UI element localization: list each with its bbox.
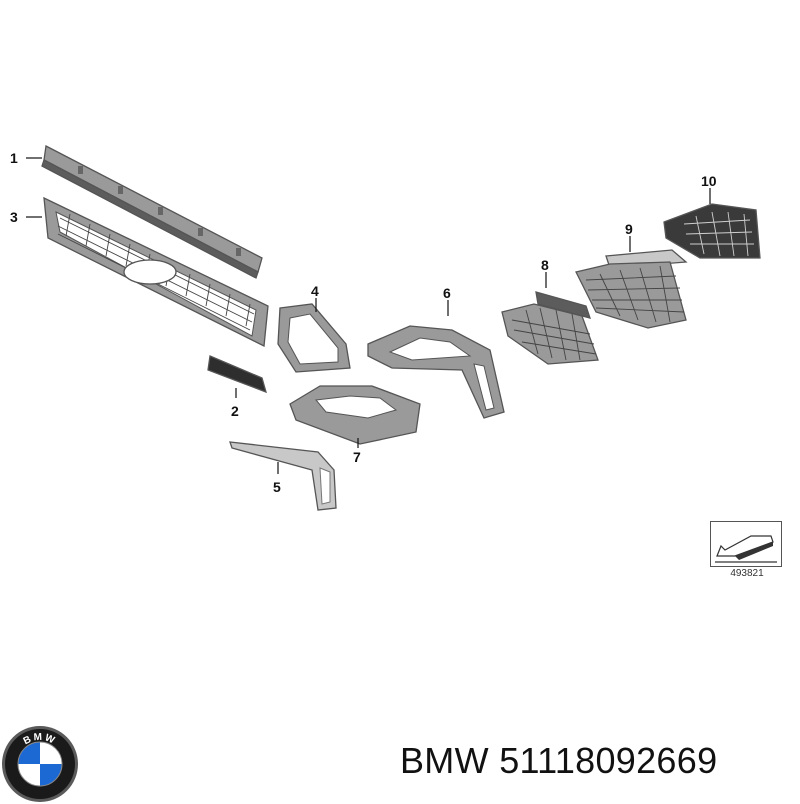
- brand-name: BMW: [400, 740, 489, 781]
- reference-number: 493821: [730, 568, 764, 579]
- callout-8: 8: [541, 257, 549, 273]
- part-1-trim-strip: [41, 145, 263, 279]
- callout-10: 10: [701, 173, 717, 189]
- arrow-symbol-icon: [715, 535, 777, 563]
- part-6-bracket: [367, 325, 505, 419]
- logo-text: BMW: [22, 732, 56, 747]
- part-3-center-grille: [43, 196, 269, 348]
- part-number-label: BMW 51118092669: [400, 740, 717, 782]
- part-2-deflector: [207, 355, 267, 394]
- callout-6: 6: [443, 285, 451, 301]
- part-4-frame: [277, 303, 351, 373]
- callout-1: 1: [10, 150, 18, 166]
- part-number: 51118092669: [499, 740, 718, 781]
- svg-text:BMW: BMW: [22, 732, 58, 747]
- callout-2: 2: [231, 403, 239, 419]
- callout-3: 3: [10, 209, 18, 225]
- callout-9: 9: [625, 221, 633, 237]
- part-8-mesh-grille: [501, 291, 599, 365]
- bmw-logo-icon: BMW: [2, 726, 78, 802]
- callout-4: 4: [311, 283, 319, 299]
- exploded-parts-diagram: 1 3 4 2 5 6 7 8 9 10: [10, 145, 761, 511]
- leader-lines: [26, 157, 711, 474]
- part-9-mesh-grille: [575, 249, 688, 329]
- callout-numbers: 1 3 4 2 5 6 7 8 9 10: [10, 150, 717, 495]
- callout-7: 7: [353, 449, 361, 465]
- part-7-lower-frame: [289, 385, 421, 445]
- part-10-dark-grille: [663, 203, 761, 259]
- reference-symbol-box: [710, 521, 782, 567]
- part-5-lower-trim: [229, 441, 337, 511]
- callout-5: 5: [273, 479, 281, 495]
